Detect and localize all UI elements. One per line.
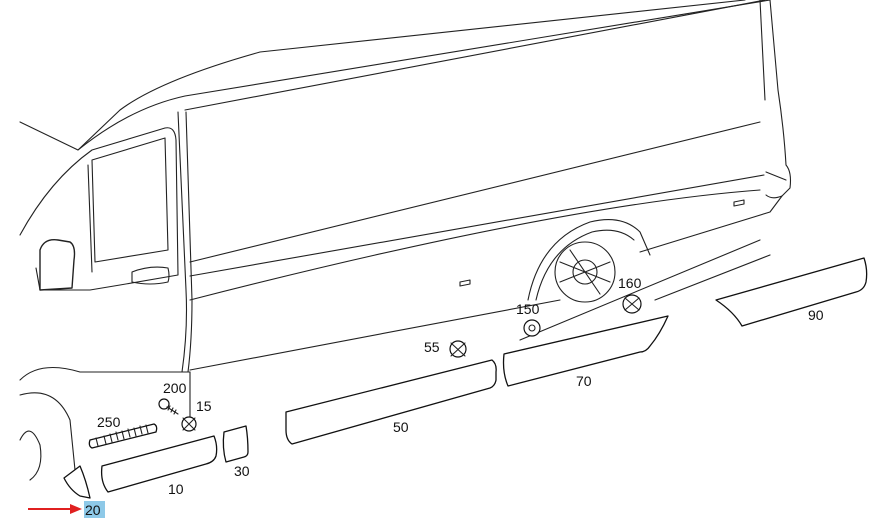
callout-55: 55 xyxy=(424,339,440,355)
part-20-end-cap xyxy=(63,465,91,499)
part-70-molding xyxy=(502,315,669,387)
callout-90: 90 xyxy=(808,307,824,323)
callout-10: 10 xyxy=(168,481,184,497)
part-50-molding xyxy=(285,359,497,445)
part-10-molding xyxy=(100,435,218,493)
callout-70: 70 xyxy=(576,373,592,389)
pointer-arrow xyxy=(28,504,82,514)
callout-30: 30 xyxy=(234,463,250,479)
callout-50: 50 xyxy=(393,419,409,435)
part-150-clip xyxy=(523,319,541,337)
part-200-screw xyxy=(158,398,179,415)
callout-200: 200 xyxy=(163,380,187,396)
part-15-clip xyxy=(181,416,197,432)
part-160-clip xyxy=(622,294,642,314)
callout-20-highlight xyxy=(84,501,105,518)
callout-20: 20 xyxy=(85,502,101,518)
van-body xyxy=(19,0,792,481)
callout-15: 15 xyxy=(196,398,212,414)
callout-160: 160 xyxy=(618,275,642,291)
callout-250: 250 xyxy=(97,414,121,430)
part-30-end-piece xyxy=(222,425,249,463)
part-55-clip xyxy=(449,340,467,358)
part-90-molding xyxy=(715,257,868,327)
callout-150: 150 xyxy=(516,301,540,317)
part-250-trim-strip xyxy=(88,423,158,449)
